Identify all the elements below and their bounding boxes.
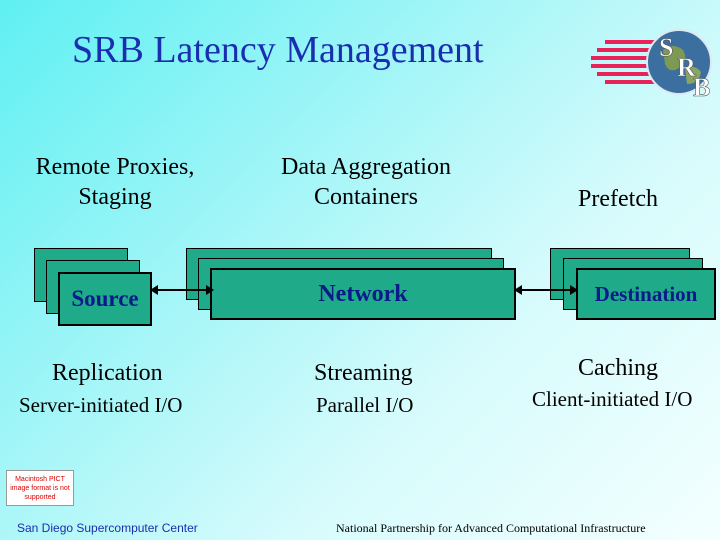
label-replication: Replication bbox=[52, 360, 163, 386]
label-parallel-io: Parallel I/O bbox=[316, 393, 414, 417]
label-streaming: Streaming bbox=[314, 360, 413, 386]
footer-npaci: National Partnership for Advanced Comput… bbox=[336, 521, 646, 535]
header-prefetch: Prefetch bbox=[578, 186, 658, 212]
label-client-initiated-io: Client-initiated I/O bbox=[532, 387, 693, 411]
network-destination-arrow bbox=[514, 285, 578, 295]
pict-placeholder-image: Macintosh PICT image format is not suppo… bbox=[6, 470, 74, 506]
source-box: Source bbox=[58, 272, 152, 326]
header-remote-proxies: Remote Proxies, Staging bbox=[35, 154, 195, 210]
logo-stripes bbox=[591, 40, 657, 84]
network-box: Network bbox=[210, 268, 516, 320]
header-data-aggregation: Data Aggregation Containers bbox=[281, 154, 451, 210]
logo-letter-b: B bbox=[693, 73, 710, 100]
destination-box: Destination bbox=[576, 268, 716, 320]
srb-logo: S R B bbox=[585, 20, 715, 102]
logo-letter-r: R bbox=[677, 53, 696, 82]
logo-letter-s: S bbox=[659, 33, 673, 62]
label-caching: Caching bbox=[578, 355, 658, 381]
source-network-arrow bbox=[150, 285, 214, 295]
label-server-initiated-io: Server-initiated I/O bbox=[19, 393, 183, 417]
footer-sdsc: San Diego Supercomputer Center bbox=[17, 521, 198, 535]
slide-title: SRB Latency Management bbox=[72, 29, 484, 71]
